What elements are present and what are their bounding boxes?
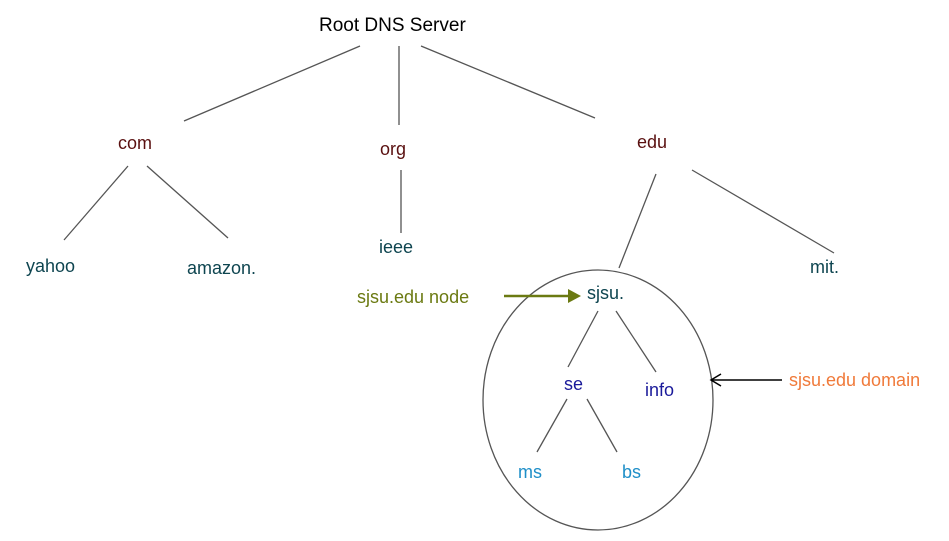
root-dns-server-label: Root DNS Server [319,15,466,36]
domain-arrow-head [709,373,722,387]
domain-yahoo-label: yahoo [26,256,76,276]
edge-edu-sjsu [618,173,657,269]
subdomain-ms-label: ms [518,462,542,482]
domain-sjsu-label: sjsu. [587,283,625,303]
edge-sjsu-se [567,310,599,368]
sjsu-domain-boundary [482,269,714,531]
subdomain-info-label: info [645,380,675,400]
edge-root-com [183,45,361,122]
edge-se-ms [536,398,568,453]
subdomain-se-label: se [564,374,584,394]
tld-org-label: org [380,139,407,159]
domain-mit-label: mit. [810,257,839,277]
domain-amazon-label: amazon. [187,258,257,278]
tld-edu-label: edu [637,132,668,152]
sjsu-domain-annotation: sjsu.edu domain [789,370,921,390]
domain-ieee-label: ieee [379,237,414,257]
edge-root-edu [420,45,596,119]
tld-com-label: com [118,133,153,153]
edge-se-bs [586,398,618,453]
sjsu-node-annotation: sjsu.edu node [357,287,470,307]
node-arrow-head [568,289,581,303]
subdomain-bs-label: bs [622,462,642,482]
edge-edu-mit [691,169,835,254]
edge-com-amazon [146,165,229,239]
edge-com-yahoo [63,165,129,241]
edge-sjsu-info [615,310,657,373]
